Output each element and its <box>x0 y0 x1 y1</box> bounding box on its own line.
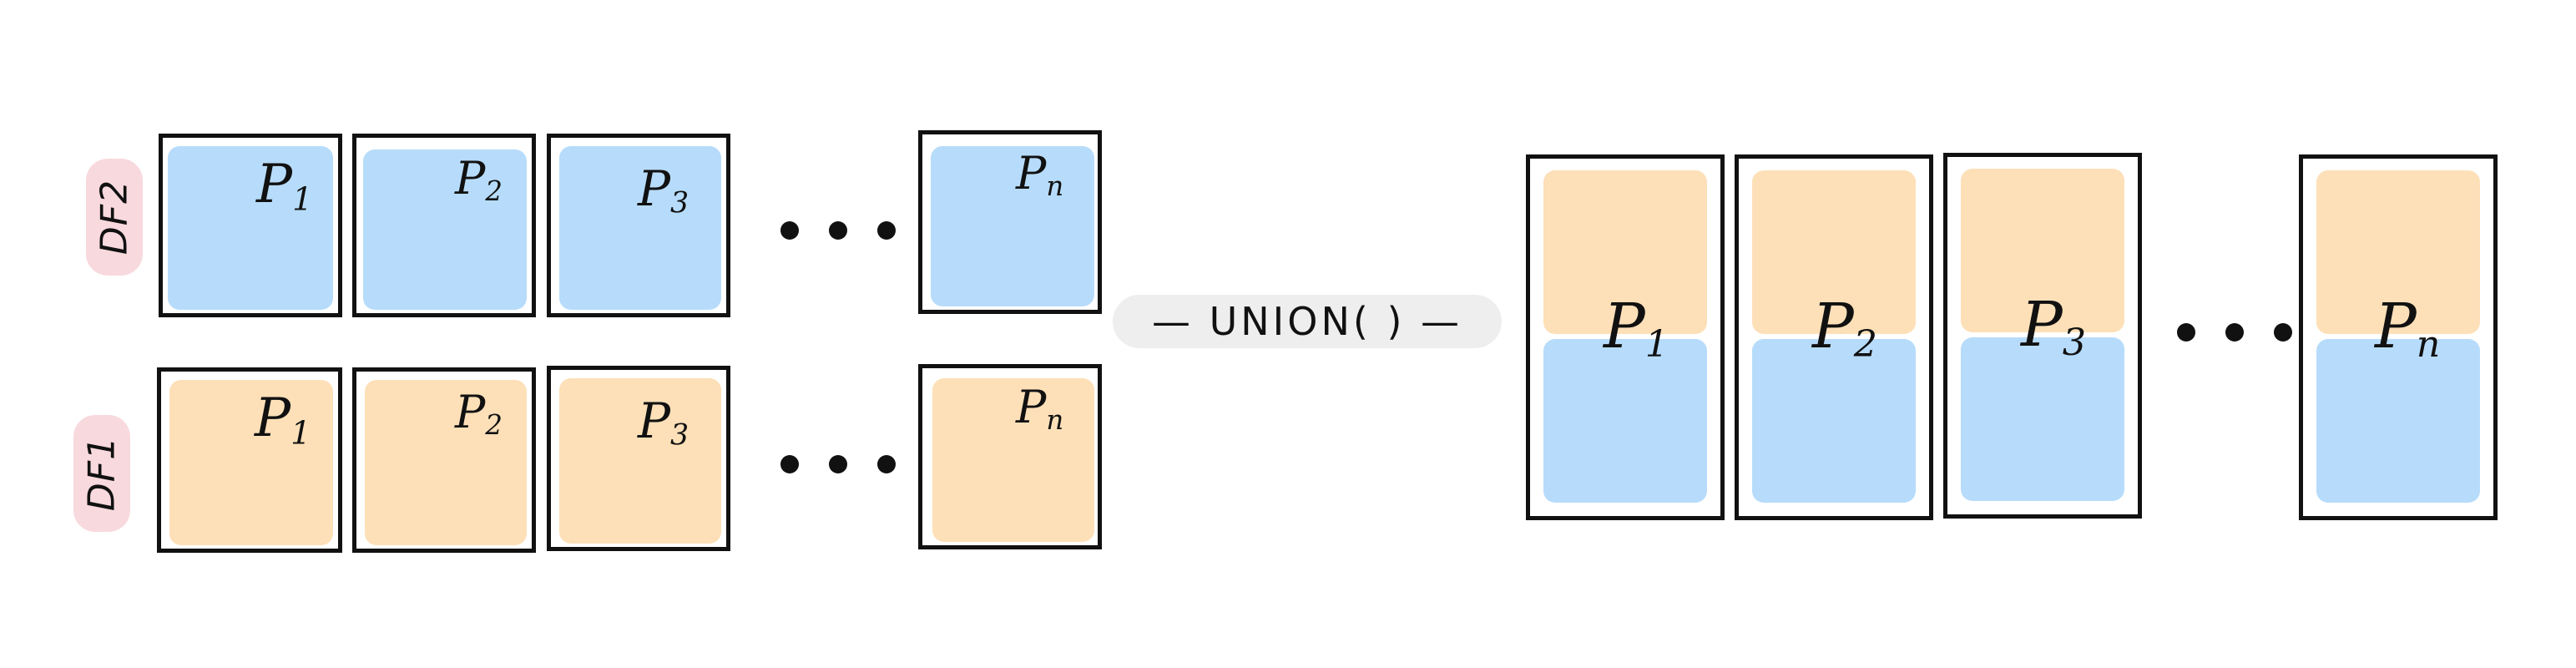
df2-partition-3: P3 <box>547 134 730 317</box>
dot <box>2274 323 2292 342</box>
df1-partition-1-label: P1 <box>255 387 311 453</box>
result-ellipsis <box>2177 323 2292 342</box>
df2-partition-n-label: Pn <box>1016 147 1064 203</box>
df1-partition-n-fill <box>932 378 1094 542</box>
df2-label: DF2 <box>86 159 143 276</box>
dot <box>2177 323 2195 342</box>
df1-partition-2: P2 <box>352 367 536 553</box>
df2-partition-1-fill <box>168 146 333 310</box>
result-partition-1: P1 <box>1526 154 1725 520</box>
result-partition-3-label: P3 <box>2021 289 2087 365</box>
result-partition-n-df2-fill <box>2316 339 2480 503</box>
result-partition-n-df1-fill <box>2316 170 2480 334</box>
result-partition-2: P2 <box>1735 154 1933 520</box>
df2-label-text: DF2 <box>93 179 136 256</box>
df1-label-text: DF1 <box>80 435 124 512</box>
dot <box>829 455 847 473</box>
df1-partition-1-fill <box>169 380 333 545</box>
df2-partition-n: Pn <box>918 130 1102 314</box>
df1-partition-2-label: P2 <box>455 386 503 442</box>
df2-partition-1: P1 <box>159 134 342 317</box>
df1-partition-3-label: P3 <box>638 392 689 453</box>
result-partition-1-df2-fill <box>1543 339 1707 503</box>
df1-ellipsis <box>780 455 896 473</box>
df1-partition-1: P1 <box>157 367 342 553</box>
result-partition-3-df1-fill <box>1961 169 2124 332</box>
df2-partition-3-fill <box>559 146 721 310</box>
dot <box>780 455 799 473</box>
df2-partition-2-fill <box>363 149 527 310</box>
df1-partition-3-fill <box>559 378 721 544</box>
result-partition-3: P3 <box>1943 153 2142 519</box>
result-partition-n-label: Pn <box>2375 291 2441 367</box>
result-partition-3-df2-fill <box>1961 337 2124 501</box>
dot <box>877 455 896 473</box>
result-partition-n: Pn <box>2299 154 2498 520</box>
df1-partition-2-fill <box>365 380 527 545</box>
df2-partition-2: P2 <box>352 134 536 317</box>
dot <box>829 221 847 240</box>
dot <box>2225 323 2244 342</box>
df2-partition-3-label: P3 <box>638 160 689 220</box>
df2-partition-n-fill <box>931 146 1094 306</box>
union-label: — UNION( ) — <box>1151 299 1463 344</box>
df1-label: DF1 <box>73 415 130 532</box>
union-operation: — UNION( ) — <box>1113 295 1502 348</box>
df1-partition-3: P3 <box>547 366 730 551</box>
df2-ellipsis <box>780 221 896 240</box>
result-partition-2-df1-fill <box>1752 170 1916 334</box>
result-partition-2-label: P2 <box>1812 291 1878 367</box>
dot <box>877 221 896 240</box>
df2-partition-1-label: P1 <box>256 154 313 219</box>
result-partition-2-df2-fill <box>1752 339 1916 503</box>
df2-partition-2-label: P2 <box>455 152 503 208</box>
dot <box>780 221 799 240</box>
df1-partition-n-label: Pn <box>1016 381 1064 437</box>
df1-partition-n: Pn <box>918 364 1102 549</box>
result-partition-1-df1-fill <box>1543 170 1707 334</box>
result-partition-1-label: P1 <box>1604 291 1669 367</box>
